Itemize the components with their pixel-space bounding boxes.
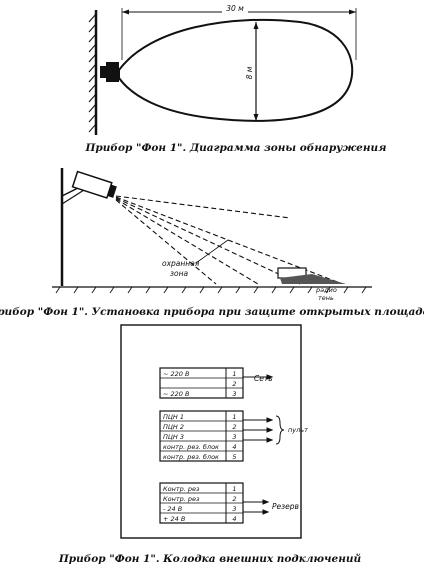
caption-detection-zone: Прибор "Фон 1". Диаграмма зоны обнаружен…	[85, 142, 387, 154]
terminal-row-label: Контр. рез	[163, 495, 200, 503]
shadow-label-line1: радио	[315, 286, 337, 294]
device-housing	[71, 170, 113, 199]
length-label-bg	[222, 3, 248, 13]
width-label: 8 м	[245, 66, 254, 79]
terminal-row-number: 1	[232, 485, 236, 493]
detection-lobe	[118, 18, 354, 122]
output-reserve-label: Резерв	[272, 502, 299, 511]
terminal-group-box	[159, 410, 244, 462]
device-unit	[71, 170, 117, 199]
ground-hatching	[55, 286, 367, 294]
terminal-row-label: ПЦН 1	[163, 413, 184, 421]
length-arrow-right	[349, 9, 356, 15]
beam-lines	[115, 195, 341, 285]
output-console-label: пульт	[288, 426, 308, 434]
caption-installation: Прибор "Фон 1". Установка прибора при за…	[0, 306, 424, 318]
console-brace	[275, 415, 285, 445]
length-arrow-left	[122, 9, 129, 15]
terminal-row-number: 2	[232, 495, 236, 503]
terminal-row-label: контр. рез. блок	[163, 453, 219, 461]
terminal-group-box	[159, 367, 244, 399]
terminal-row-number: 3	[232, 390, 236, 398]
device-mount	[100, 66, 107, 78]
terminal-row-label: ~ 220 В	[163, 390, 190, 398]
zone-label-line2: зона	[170, 269, 188, 278]
zone-leader-line	[195, 239, 229, 264]
output-arrows	[243, 374, 274, 515]
length-label: 30 м	[226, 4, 244, 13]
terminal-row-label: Контр. рез	[163, 485, 200, 493]
terminal-row-label: - 24 В	[163, 505, 183, 513]
mount-brace	[61, 189, 85, 205]
detection-zone-figure: 30 м 8 м Прибор "Фон 1". Диаграмма зоны …	[85, 3, 387, 154]
radio-shadow-area	[280, 274, 346, 284]
caption-terminal-block: Прибор "Фон 1". Колодка внешних подключе…	[58, 552, 362, 565]
output-network-label: Сеть	[254, 374, 273, 383]
zone-label-line1: охранная	[162, 259, 200, 268]
terminal-row-number: 1	[232, 370, 236, 378]
terminal-row-label: ~ 220 В	[163, 370, 190, 378]
wall-hatching	[88, 13, 97, 133]
width-arrow-bottom	[253, 114, 259, 121]
terminal-row-number: 4	[232, 443, 236, 451]
terminal-row-number: 5	[232, 453, 236, 461]
terminal-row-number: 4	[232, 515, 236, 523]
terminal-row-number: 3	[232, 433, 236, 441]
terminal-row-number: 2	[232, 423, 236, 431]
terminal-row-label: + 24 В	[163, 515, 186, 523]
terminal-row-label: контр. рез. блок	[163, 443, 219, 451]
terminal-frame	[120, 324, 302, 539]
terminal-row-number: 3	[232, 505, 236, 513]
width-arrow-top	[253, 22, 259, 29]
device-body	[106, 62, 119, 82]
terminal-row-number: 1	[232, 413, 236, 421]
terminal-row-label: ПЦН 3	[163, 433, 184, 441]
terminal-row-number: 2	[232, 380, 236, 388]
device-antenna	[107, 184, 117, 198]
installation-figure: охранная зона радио тень Прибор "Фон 1".…	[0, 168, 424, 318]
terminal-row-label: ПЦН 2	[163, 423, 184, 431]
shadow-label-line2: тень	[318, 294, 334, 302]
